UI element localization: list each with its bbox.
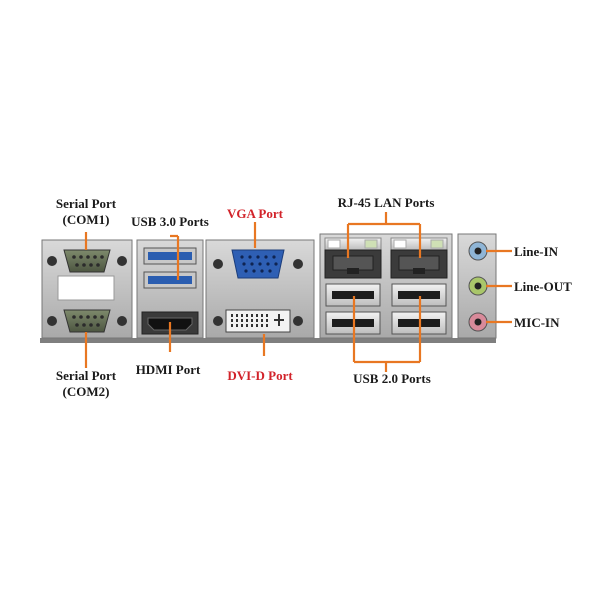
serial-blank [57, 275, 115, 301]
dvi-connector-icon [213, 309, 303, 333]
db9-connector-icon [47, 309, 127, 333]
label-dvid: DVI-D Port [227, 368, 293, 383]
usb3-port-icon [143, 247, 197, 265]
audio-jack-icon [468, 276, 488, 296]
callout-usb3 [170, 234, 180, 280]
label-serial-com2-sub: (COM2) [63, 384, 110, 399]
vga-connector-icon [213, 249, 303, 279]
label-rj45: RJ-45 LAN Ports [338, 195, 435, 210]
audio-jack-icon [468, 312, 488, 332]
label-serial-com1-title: Serial Port [56, 196, 117, 211]
label-serial-com1-sub: (COM1) [63, 212, 110, 227]
callout-lines [84, 212, 512, 372]
usb3-port-icon [143, 271, 197, 289]
label-hdmi: HDMI Port [136, 362, 201, 377]
label-usb2: USB 2.0 Ports [353, 371, 431, 386]
label-line-out: Line-OUT [514, 279, 572, 294]
panel-base [40, 338, 496, 343]
db9-connector-icon [47, 249, 127, 273]
label-mic-in: MIC-IN [514, 315, 560, 330]
serial-block [41, 239, 133, 339]
lan-usb2-block [319, 233, 453, 339]
label-usb3: USB 3.0 Ports [131, 214, 209, 229]
callout-rj45 [346, 212, 422, 258]
callout-usb2 [352, 296, 422, 372]
label-vga: VGA Port [227, 206, 284, 221]
audio-jack-icon [468, 241, 488, 261]
rj45-port-icon [324, 237, 382, 279]
vga-dvi-block [205, 239, 315, 339]
label-line-in: Line-IN [514, 244, 559, 259]
label-serial-com2-title: Serial Port [56, 368, 117, 383]
